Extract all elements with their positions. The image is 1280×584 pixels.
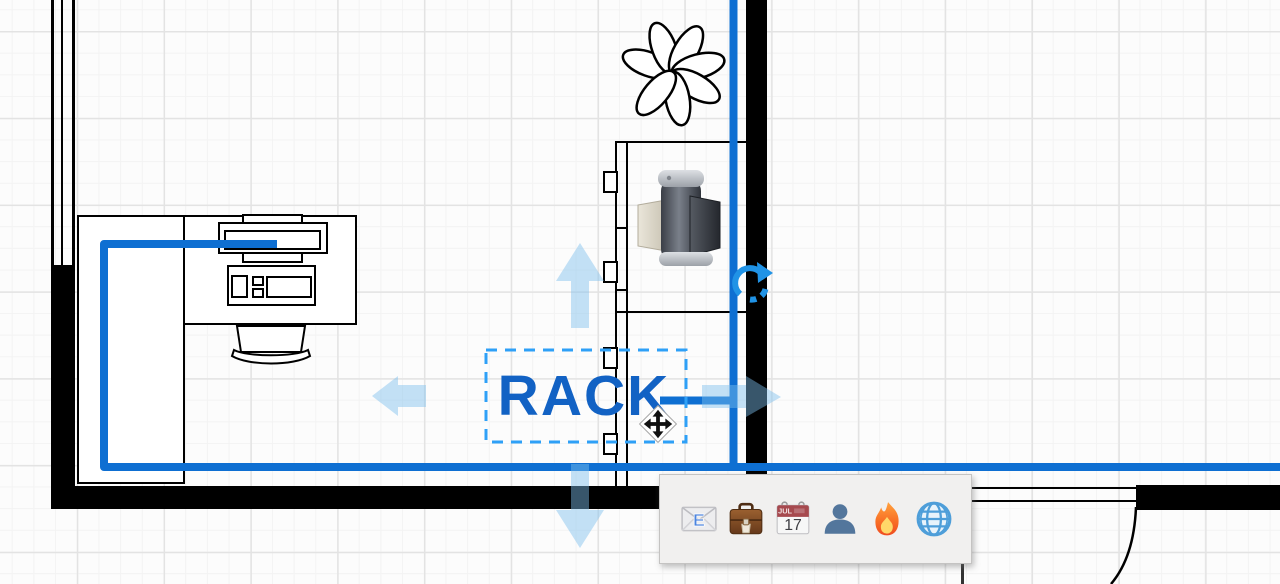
rack-mount-tab-3 [603, 347, 618, 369]
wall-hollow-left-edge[interactable] [51, 0, 54, 267]
keyboard-key-small-bottom [252, 288, 264, 298]
direction-arrow-right[interactable] [702, 376, 781, 417]
rack-unit-divider [615, 311, 746, 313]
rack-mount-tab-4 [603, 433, 618, 455]
wall-bottom-right[interactable] [1136, 485, 1280, 510]
rack-rail-right [626, 141, 628, 487]
rack-top-edge [615, 141, 746, 143]
keyboard-key-small-top [252, 276, 264, 286]
direction-arrow-left[interactable] [372, 376, 426, 416]
monitor-stand-bar [242, 252, 303, 263]
person-icon[interactable] [821, 500, 859, 538]
fire-icon[interactable] [868, 500, 906, 538]
keyboard-key-left [231, 275, 248, 298]
direction-arrow-down[interactable] [556, 464, 604, 548]
selection-outline [484, 348, 688, 444]
rack-rail-tick-2 [615, 289, 628, 291]
office-chair[interactable] [225, 318, 320, 373]
calendar-month: JUL [778, 507, 792, 516]
direction-arrow-up[interactable] [556, 243, 604, 328]
cable-monitor-to-room [100, 240, 1280, 471]
shape-picker-panel: E JUL 17 [659, 474, 972, 564]
globe-icon[interactable] [915, 500, 953, 538]
wall-right-vertical[interactable] [746, 0, 767, 510]
rack-mount-tab-1 [603, 171, 618, 193]
wall-bottom[interactable] [51, 486, 767, 509]
calendar-day: 17 [784, 517, 802, 534]
move-cursor-icon [638, 404, 678, 444]
wall-hollow-right-edge [72, 0, 75, 267]
rack-label[interactable]: RACK [497, 364, 671, 428]
plant-shape[interactable] [608, 8, 738, 138]
calendar-icon[interactable]: JUL 17 [774, 500, 812, 538]
email-letter: E [693, 510, 705, 530]
rack-mount-tab-2 [603, 261, 618, 283]
wall-hollow-mid-line [61, 0, 63, 267]
desk-return-column[interactable] [77, 215, 185, 484]
rotate-handle-icon[interactable] [727, 260, 777, 310]
email-icon[interactable]: E [680, 500, 718, 538]
rack-rail-left[interactable] [615, 141, 617, 487]
briefcase-icon[interactable] [727, 500, 765, 538]
server-unit-image[interactable] [628, 158, 728, 270]
keyboard-key-right [266, 276, 312, 298]
wall-left-solid[interactable] [51, 265, 75, 509]
wall-stub-below-panel [961, 564, 964, 584]
rack-rail-tick-1 [615, 227, 628, 229]
door-swing-arc[interactable] [1098, 503, 1148, 584]
